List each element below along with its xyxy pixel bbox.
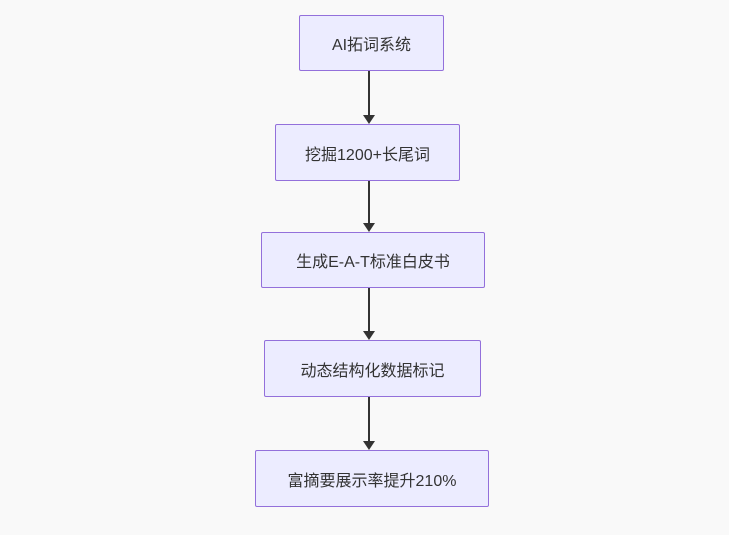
flowchart-node-ai-word-system: AI拓词系统 (299, 15, 444, 71)
flowchart-node-structured-data: 动态结构化数据标记 (264, 340, 481, 397)
flowchart-node-rich-snippet-result: 富摘要展示率提升210% (255, 450, 489, 507)
flow-arrow (363, 288, 376, 340)
arrow-down-icon (363, 331, 375, 340)
node-label: AI拓词系统 (331, 37, 412, 54)
arrow-down-icon (363, 223, 375, 232)
flow-arrow (363, 71, 376, 124)
flowchart-node-longtail-mining: 挖掘1200+长尾词 (275, 124, 460, 181)
arrow-line (368, 71, 370, 117)
arrow-line (368, 397, 370, 443)
flowchart-node-eat-whitepaper: 生成E-A-T标准白皮书 (261, 232, 485, 288)
node-label: 富摘要展示率提升210% (287, 472, 457, 490)
node-label: 生成E-A-T标准白皮书 (296, 254, 450, 271)
node-label: 动态结构化数据标记 (300, 362, 445, 380)
arrow-down-icon (363, 115, 375, 124)
node-label: 挖掘1200+长尾词 (305, 146, 430, 164)
flow-arrow (363, 397, 376, 450)
arrow-line (368, 181, 370, 225)
arrow-line (368, 288, 370, 333)
arrow-down-icon (363, 441, 375, 450)
flow-arrow (363, 181, 376, 232)
